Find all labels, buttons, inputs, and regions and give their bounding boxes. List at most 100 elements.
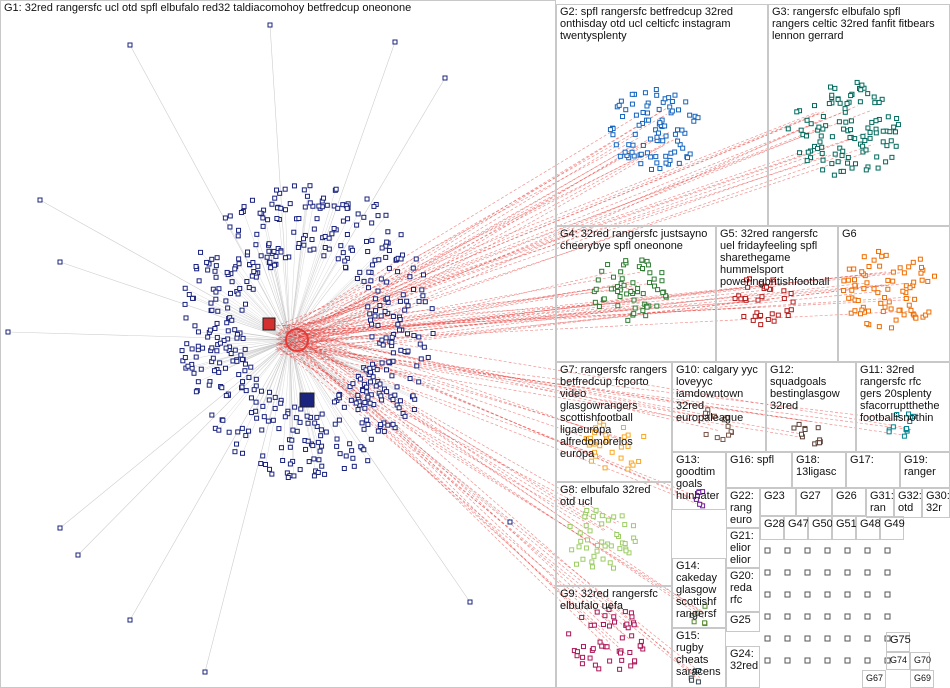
node-g4 — [619, 276, 625, 282]
node-g2 — [657, 120, 663, 126]
node-g1 — [301, 242, 307, 248]
node-g6 — [871, 286, 877, 292]
node-g1 — [378, 393, 384, 399]
node-g6 — [852, 277, 858, 283]
node-g1 — [400, 292, 406, 298]
node-g1 — [272, 262, 278, 268]
node-g7 — [621, 434, 627, 440]
node-g3 — [854, 79, 860, 85]
node-g6 — [885, 286, 891, 292]
node-g2 — [663, 160, 669, 166]
edge-inter-group — [278, 138, 852, 336]
node-g2 — [616, 102, 622, 108]
node-g2 — [613, 142, 619, 148]
node-small-group — [804, 613, 811, 620]
node-g1 — [287, 201, 293, 207]
node-g1 — [392, 392, 398, 398]
node-g1 — [343, 264, 349, 270]
node-g8 — [578, 538, 584, 544]
node-g2 — [654, 134, 660, 140]
group-box-g16: G16: spfl — [726, 452, 792, 488]
edge-outlier — [289, 41, 396, 341]
node-g8 — [585, 537, 591, 543]
edge-inter-group — [278, 290, 760, 341]
node-g7 — [593, 453, 599, 459]
node-g1 — [314, 423, 320, 429]
node-g14 — [702, 620, 708, 626]
node-small-group — [864, 591, 871, 598]
node-g1 — [378, 276, 384, 282]
node-g3 — [823, 123, 829, 129]
group-label-g12: G12: squadgoals bestinglasgow 32red — [770, 364, 840, 412]
node-g1 — [340, 218, 346, 224]
node-g2 — [677, 142, 683, 148]
node-g1 — [213, 274, 219, 280]
node-g3 — [847, 135, 853, 141]
node-g7 — [588, 440, 594, 446]
node-g10 — [726, 432, 732, 438]
node-g1 — [354, 276, 360, 282]
edge-g1 — [289, 259, 397, 341]
node-g12 — [816, 440, 822, 446]
node-g3 — [808, 121, 814, 127]
node-small-group — [864, 657, 871, 664]
node-g1 — [323, 429, 329, 435]
node-g1 — [390, 421, 396, 427]
node-g1 — [245, 249, 251, 255]
group-label-g22: G22: rang euro — [730, 490, 754, 526]
node-g1 — [232, 327, 238, 333]
node-g1 — [350, 381, 356, 387]
node-g1 — [185, 363, 191, 369]
node-g1 — [420, 293, 426, 299]
node-g2 — [610, 132, 616, 138]
node-g4 — [639, 257, 645, 263]
node-g1 — [310, 443, 316, 449]
node-g3 — [895, 122, 901, 128]
node-g1 — [236, 261, 242, 267]
group-box-g70: G70 — [910, 652, 931, 670]
node-g1 — [241, 204, 247, 210]
group-box-g18: G18: 13ligasc — [792, 452, 846, 488]
node-g1 — [209, 345, 215, 351]
node-g9 — [579, 614, 585, 620]
node-g4 — [615, 303, 621, 309]
node-g2 — [669, 108, 675, 114]
node-g8 — [587, 528, 593, 534]
edge-g1 — [289, 272, 372, 341]
node-g6 — [885, 277, 891, 283]
node-g1 — [234, 335, 240, 341]
node-g6 — [896, 307, 902, 313]
node-g9 — [580, 654, 586, 660]
node-g1 — [407, 376, 413, 382]
node-g2 — [687, 112, 693, 118]
node-g2 — [672, 131, 678, 137]
node-g1 — [344, 232, 350, 238]
edge-outlier — [77, 339, 291, 556]
node-g1 — [248, 364, 254, 370]
node-g5 — [763, 284, 769, 290]
node-g1 — [213, 263, 219, 269]
node-g1 — [390, 313, 396, 319]
node-g3 — [785, 126, 791, 132]
node-g1 — [260, 223, 266, 229]
node-g1 — [394, 384, 400, 390]
edge-inter-group — [283, 124, 831, 345]
node-g11 — [904, 426, 910, 432]
node-g6 — [890, 269, 896, 275]
node-g1 — [354, 222, 360, 228]
node-g1 — [209, 412, 215, 418]
node-g1 — [232, 266, 238, 272]
node-g1 — [357, 376, 363, 382]
edge-inter-group — [293, 296, 643, 346]
node-g1 — [357, 269, 363, 275]
node-g1 — [227, 290, 233, 296]
node-g7 — [588, 458, 594, 464]
node-g5 — [758, 281, 764, 287]
node-g1 — [311, 456, 317, 462]
node-g8 — [576, 544, 582, 550]
node-g1 — [242, 368, 248, 374]
node-g12 — [799, 431, 805, 437]
group-label-g27: G27 — [800, 490, 821, 502]
node-g1 — [193, 264, 199, 270]
node-g1 — [333, 186, 339, 192]
